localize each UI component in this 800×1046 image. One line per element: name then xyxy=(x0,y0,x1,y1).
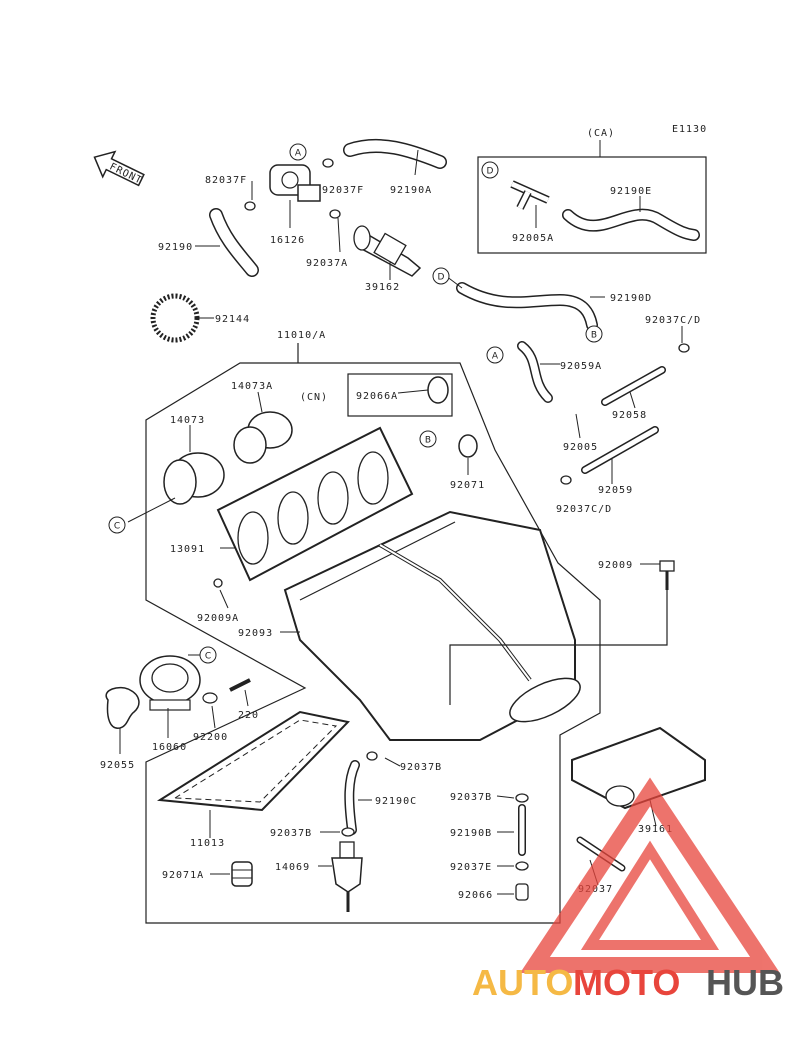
part-label: 92200 xyxy=(193,732,228,743)
part-label: 92037C/D xyxy=(556,504,612,515)
valve-16126 xyxy=(269,164,321,202)
part-label: 92037B xyxy=(450,792,492,803)
callout-d-mid: D xyxy=(438,273,445,283)
grommet-92066a xyxy=(427,376,449,404)
part-label: 92071 xyxy=(450,480,485,491)
part-label: 92009 xyxy=(598,560,633,571)
part-label: 92055 xyxy=(100,760,135,771)
drain-14069 xyxy=(331,841,363,912)
resonator-39161 xyxy=(571,726,706,810)
watermark-part3: HUB xyxy=(706,962,784,1003)
part-label: 14073A xyxy=(231,381,273,392)
group-cn-label: (CN) xyxy=(300,392,328,403)
part-label: 39161 xyxy=(638,824,673,835)
callout-circles: A D D B A B C C xyxy=(108,143,603,664)
watermark-part2: MOTO xyxy=(573,962,680,1003)
part-label: 92059 xyxy=(598,485,633,496)
grommet-92071 xyxy=(458,434,478,458)
part-label: 92066A xyxy=(356,391,398,402)
part-label: 92037E xyxy=(450,862,492,873)
part-label: 92144 xyxy=(215,314,250,325)
part-label: 92071A xyxy=(162,870,204,881)
part-label: 92037 xyxy=(578,884,613,895)
ref-code: E1130 xyxy=(672,124,707,135)
duct-14073a xyxy=(233,411,293,464)
callout-c-low: C xyxy=(205,652,211,662)
watermark-part1: AUTO xyxy=(472,962,573,1003)
part-label: 92009A xyxy=(197,613,239,624)
part-label: 92190A xyxy=(390,185,432,196)
callout-c-left: C xyxy=(114,522,120,532)
group-main-outline xyxy=(145,343,601,924)
gasket-92055 xyxy=(105,686,140,729)
part-label: 92037B xyxy=(400,762,442,773)
group-ca-label: (CA) xyxy=(587,128,615,139)
part-label: 92066 xyxy=(458,890,493,901)
washer-92200 xyxy=(202,692,218,704)
air-box-housing xyxy=(283,510,581,741)
part-label: 92190D xyxy=(610,293,652,304)
part-label: 92037B xyxy=(270,828,312,839)
part-label: 92190B xyxy=(450,828,492,839)
part-label: 92005 xyxy=(563,442,598,453)
part-labels: 82037F 92037F 92190A 16126 92190 92037A … xyxy=(100,175,701,901)
part-label: 39162 xyxy=(365,282,400,293)
part-label: 16126 xyxy=(270,235,305,246)
callout-a-top: A xyxy=(295,149,302,159)
part-label: 92037C/D xyxy=(645,315,701,326)
duct-14073 xyxy=(163,452,225,505)
group-ca-box xyxy=(477,156,707,254)
part-label: 13091 xyxy=(170,544,205,555)
part-label: 220 xyxy=(238,710,259,721)
part-label: 92190E xyxy=(610,186,652,197)
watermark-text: AUTO MOTO HUB xyxy=(472,962,784,1003)
watermark-logo xyxy=(520,777,780,973)
part-label: 92005A xyxy=(512,233,554,244)
grommet-92071a xyxy=(231,861,253,887)
part-label: 14073 xyxy=(170,415,205,426)
canister-39162 xyxy=(353,225,422,277)
part-label: 92037A xyxy=(306,258,348,269)
part-label: 82037F xyxy=(205,175,247,186)
group-main-label: 11010/A xyxy=(277,330,326,341)
callout-b-top: B xyxy=(591,331,597,341)
spring-ring-92144 xyxy=(150,293,200,343)
callout-d-ca: D xyxy=(487,167,494,177)
part-label: 16060 xyxy=(152,742,187,753)
part-label: 92059A xyxy=(560,361,602,372)
part-label: 92190 xyxy=(158,242,193,253)
filter-element-11013 xyxy=(156,710,350,812)
tee-fitting-92005a xyxy=(510,180,550,210)
part-label: 92058 xyxy=(612,410,647,421)
screw-220 xyxy=(229,678,251,692)
plug-92066 xyxy=(515,883,529,901)
part-label: 14069 xyxy=(275,862,310,873)
part-label: 92037F xyxy=(322,185,364,196)
part-label: 92093 xyxy=(238,628,273,639)
callout-a-mid: A xyxy=(492,352,499,362)
holder-13091 xyxy=(216,426,414,582)
bolt-92009 xyxy=(449,560,675,705)
clamp-icons xyxy=(213,158,690,871)
part-label: 92190C xyxy=(375,796,417,807)
part-label: 11013 xyxy=(190,838,225,849)
cap-16060 xyxy=(139,655,201,711)
group-cn-box xyxy=(347,373,453,417)
callout-b-mid: B xyxy=(425,436,431,446)
front-arrow-icon: FRONT xyxy=(93,150,145,187)
